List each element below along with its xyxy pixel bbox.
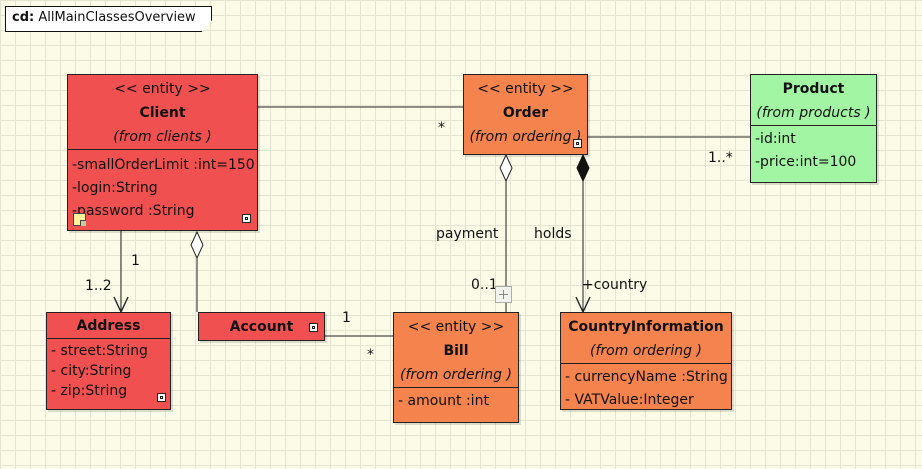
diagram-frame-tab: cd: AllMainClassesOverview <box>5 6 212 32</box>
client-attr-1[interactable]: -smallOrderLimit :int=150 <box>72 157 255 173</box>
class-address[interactable]: Address - street:String - city:String - … <box>46 312 171 410</box>
address-attributes: - street:String - city:String - zip:Stri… <box>47 338 170 403</box>
country-role-label: +country <box>582 277 648 293</box>
account-bill-near-multiplicity: 1 <box>342 310 351 326</box>
country-attributes: - currencyName :String - VATValue:Intege… <box>561 363 731 414</box>
address-diagram-link-icon[interactable] <box>157 393 166 402</box>
order-name: Order <box>502 105 549 121</box>
holds-role-label: holds <box>534 226 572 242</box>
bill-stereotype: << entity >> <box>407 319 505 335</box>
order-stereotype: << entity >> <box>477 81 574 97</box>
bill-order-multiplicity: 0..1 <box>471 277 498 293</box>
product-attr-2[interactable]: -price:int=100 <box>755 154 857 170</box>
client-attr-2[interactable]: -login:String <box>72 180 158 196</box>
country-attr-1[interactable]: - currencyName :String <box>565 369 728 385</box>
bill-package: (from ordering ) <box>400 367 512 383</box>
bill-attr-1[interactable]: - amount :int <box>398 393 489 409</box>
class-order[interactable]: << entity >> Order (from ordering ) <box>463 74 588 155</box>
order-package: (from ordering ) <box>469 129 582 145</box>
product-name: Product <box>782 81 845 97</box>
client-stereotype: << entity >> <box>114 81 211 97</box>
country-attr-2[interactable]: - VATValue:Integer <box>565 392 694 408</box>
aggregation-diamond-client <box>190 230 204 260</box>
account-bill-far-multiplicity: * <box>367 347 374 363</box>
class-account[interactable]: Account <box>198 312 325 341</box>
address-attr-2[interactable]: - city:String <box>51 363 132 379</box>
client-name: Client <box>139 105 186 121</box>
class-bill[interactable]: << entity >> Bill (from ordering ) - amo… <box>393 312 519 423</box>
frame-kind: cd: <box>12 10 35 25</box>
composition-diamond-order <box>576 153 590 183</box>
country-name: CountryInformation <box>568 319 724 335</box>
bill-name: Bill <box>443 343 469 359</box>
client-attributes: -smallOrderLimit :int=150 -login:String … <box>68 149 257 227</box>
class-client[interactable]: << entity >> Client (from clients ) -sma… <box>67 74 258 231</box>
client-address-near-multiplicity: 1 <box>131 253 140 269</box>
class-country-information[interactable]: CountryInformation (from ordering ) - cu… <box>560 312 732 410</box>
address-attr-1[interactable]: - street:String <box>51 343 148 359</box>
account-diagram-link-icon[interactable] <box>309 323 318 332</box>
client-attr-3[interactable]: -password :String <box>72 203 195 219</box>
frame-name: AllMainClassesOverview <box>38 10 196 25</box>
order-diagram-link-icon[interactable] <box>573 139 582 148</box>
client-package: (from clients ) <box>113 129 212 145</box>
country-package: (from ordering ) <box>590 343 702 359</box>
account-name: Account <box>229 319 294 335</box>
client-address-far-multiplicity: 1..2 <box>85 278 112 294</box>
client-diagram-link-icon[interactable] <box>242 214 251 223</box>
aggregation-diamond-order <box>499 153 513 183</box>
note-icon[interactable] <box>73 213 86 226</box>
product-package: (from products ) <box>756 105 871 121</box>
address-attr-3[interactable]: - zip:String <box>51 383 128 399</box>
product-attributes: -id:int -price:int=100 <box>751 125 876 176</box>
client-order-multiplicity: * <box>438 120 445 136</box>
bill-attributes: - amount :int <box>394 387 518 415</box>
order-product-multiplicity: 1..* <box>708 150 733 166</box>
class-product[interactable]: Product (from products ) -id:int -price:… <box>750 74 877 183</box>
payment-role-label: payment <box>436 226 499 242</box>
address-name: Address <box>76 318 141 334</box>
product-attr-1[interactable]: -id:int <box>755 131 796 147</box>
connector-anchor-icon[interactable] <box>495 286 512 303</box>
